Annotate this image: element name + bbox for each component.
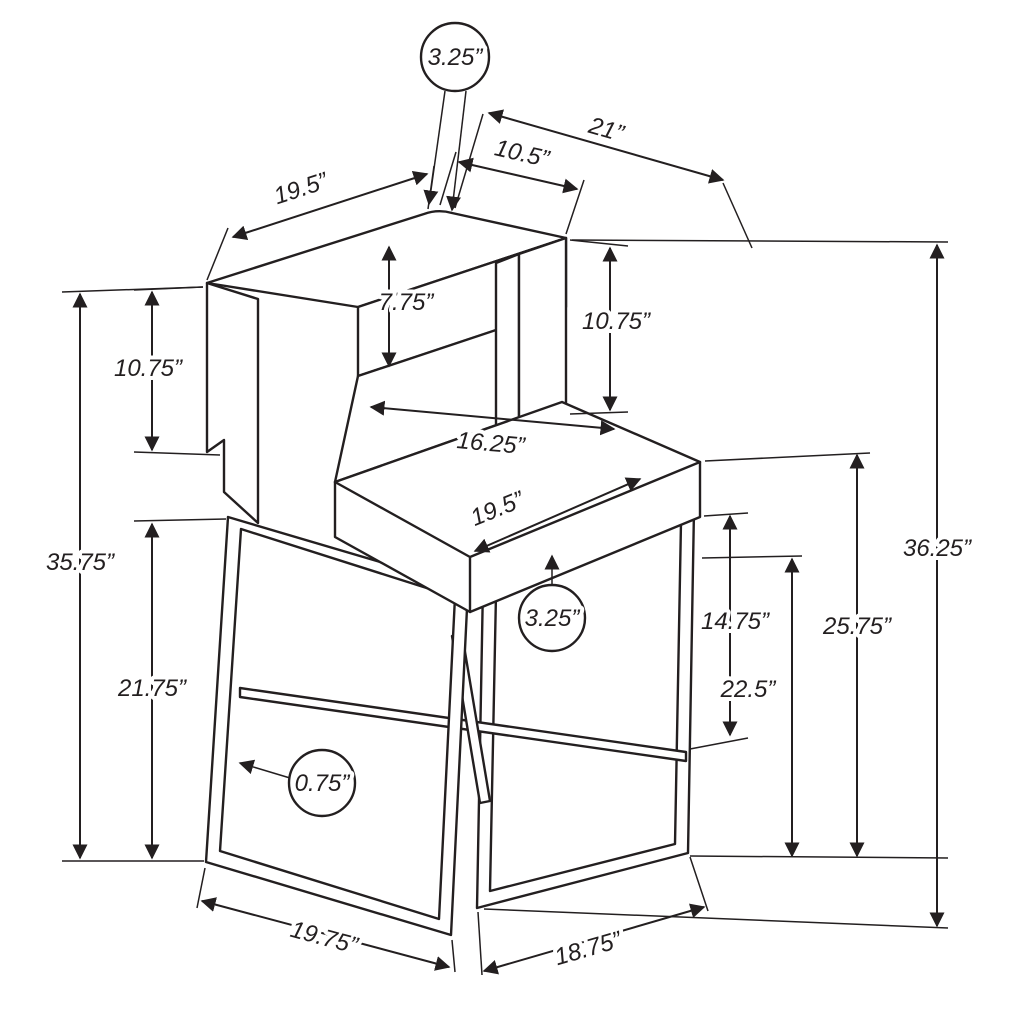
dim-height-back-left: 35.75” (42, 286, 204, 862)
dim-height-total-label: 36.25” (903, 535, 972, 562)
dim-height-total: 36.25” (483, 239, 976, 929)
dim-seat-thickness-label: 3.25” (525, 605, 581, 632)
dim-back-height-right-label: 10.75” (582, 308, 651, 335)
dim-back-height-right: 10.75” (569, 239, 655, 415)
dim-seat-to-footrest-label: 14.75” (701, 608, 770, 635)
dim-back-opening-height-label: 7.75” (379, 289, 435, 316)
dim-back-height-left: 10.75” (110, 286, 221, 456)
dim-tube-thickness-label: 0.75” (295, 770, 351, 797)
dim-frame-height-label: 21.75” (117, 675, 187, 702)
dim-seat-interior-depth: 16.25” (369, 400, 616, 464)
stretcher-long (238, 686, 688, 763)
dim-tube-thickness: 0.75” (238, 748, 357, 818)
callout-circle (419, 21, 491, 93)
dim-seat-to-footrest: 14.75” (689, 512, 774, 750)
dim-footrest-height: 22.5” (701, 555, 803, 858)
dim-back-height-left-label: 10.75” (114, 355, 183, 382)
dim-base-depth-label: 19.75” (288, 916, 362, 960)
dim-seat-height-label: 25.75” (822, 613, 892, 640)
dim-back-thickness: 3.25” (419, 21, 491, 212)
dim-base-width-label: 18.75” (551, 926, 625, 971)
dim-back-width-label: 19.5” (270, 167, 331, 210)
dim-height-back-left-label: 35.75” (46, 549, 115, 576)
dim-footrest-height-label: 22.5” (720, 676, 777, 703)
callout-circle (287, 748, 357, 818)
callout-circle (517, 583, 587, 653)
backrest-left-panel (205, 281, 260, 525)
dim-back-right-width-label: 10.5” (492, 134, 552, 173)
dim-back-thickness-label: 3.25” (428, 44, 484, 71)
dim-seat-thickness: 3.25” (517, 554, 587, 653)
dim-seat-height: 25.75” (689, 452, 949, 859)
dim-back-opening-height: 7.75” (375, 245, 438, 368)
dim-frame-height: 21.75” (113, 518, 227, 860)
